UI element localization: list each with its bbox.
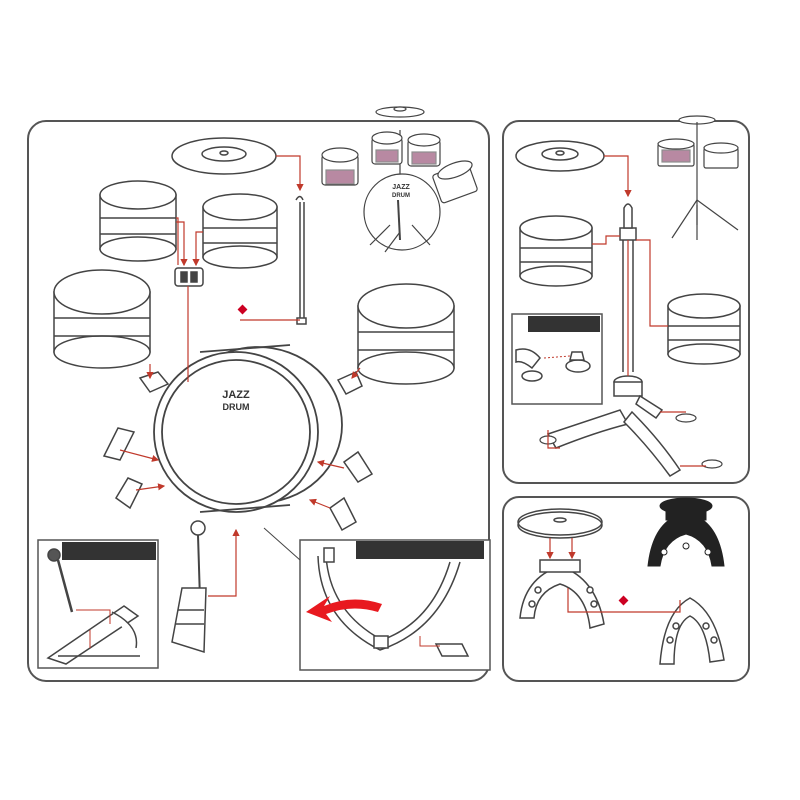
inset-feet-label-bar xyxy=(528,316,600,332)
stand-connector-lines xyxy=(547,155,706,467)
inset-label-bar xyxy=(62,542,156,560)
tom-holder-bracket xyxy=(174,267,204,287)
stool-leg-separate xyxy=(659,597,725,665)
bass-drum-pedal xyxy=(171,520,207,654)
floor-tom-right xyxy=(357,283,455,385)
stand-pole xyxy=(613,203,643,397)
inset-rubber-feet xyxy=(511,313,603,405)
stool-seat xyxy=(517,508,603,539)
bass-drum-logo-line1: JAZZ xyxy=(222,389,250,401)
bass-drum-logo-line2: DRUM xyxy=(223,402,250,412)
stand-tripod-base xyxy=(546,394,682,477)
stool-placement-marker xyxy=(618,595,629,606)
cymbal-rod xyxy=(295,195,307,325)
tom-drum-small-left xyxy=(99,180,177,262)
snare-drum-stand-left xyxy=(519,215,593,287)
assembled-stool-preview xyxy=(647,497,725,567)
stand-cymbal xyxy=(515,140,605,172)
stool-connector-lines xyxy=(546,538,681,613)
mini-kit-logo-line2: DRUM xyxy=(392,193,410,199)
assembled-stand-preview xyxy=(657,115,739,240)
bass-drum xyxy=(153,344,343,513)
floor-tom-left xyxy=(53,269,151,369)
placement-marker xyxy=(237,304,248,315)
tom-drum-small-right xyxy=(202,193,278,269)
inset-beater-detail xyxy=(37,539,159,669)
connector-lines xyxy=(119,155,361,597)
cymbal xyxy=(171,137,277,175)
stool-legs-top xyxy=(519,559,605,629)
inset-hoop-label-bar xyxy=(356,541,484,559)
mini-kit-logo-line1: JAZZ xyxy=(392,184,410,191)
snare-drum-stand-right xyxy=(667,293,741,365)
inset-hoop-detail xyxy=(263,527,491,671)
rotate-direction-arrow xyxy=(306,596,382,622)
assembled-kit-preview: JAZZ DRUM xyxy=(321,106,478,253)
